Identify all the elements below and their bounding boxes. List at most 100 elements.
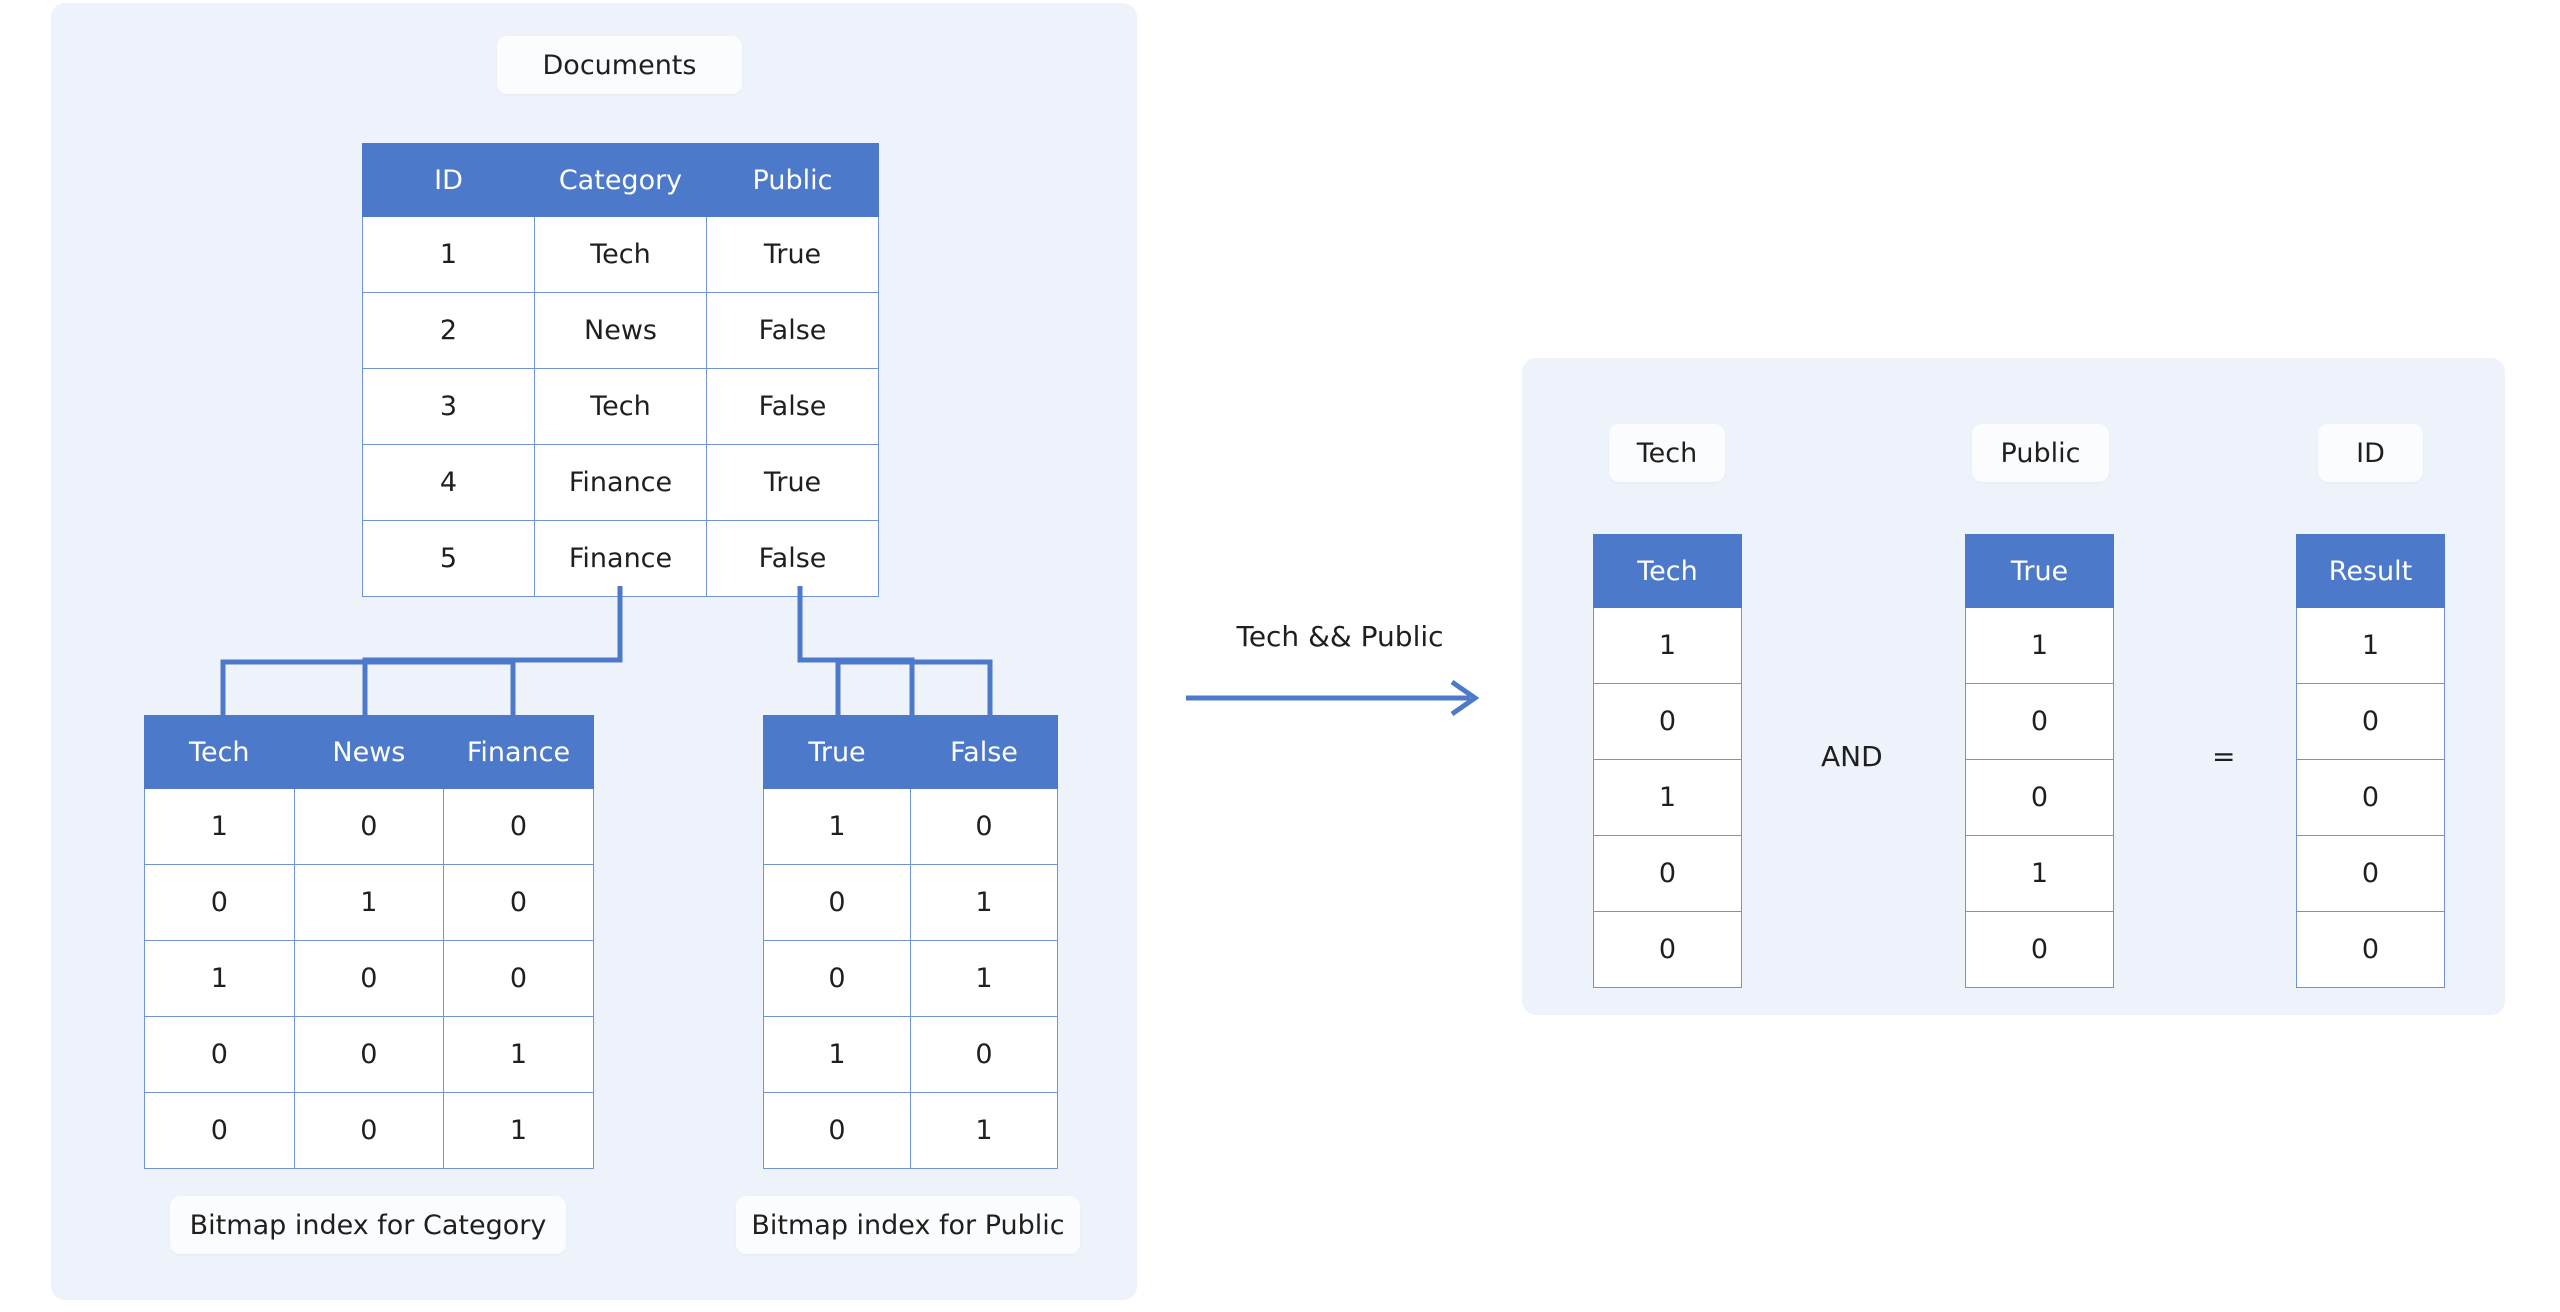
cell-news: 0 bbox=[293, 940, 445, 1017]
cell-news: 0 bbox=[293, 788, 445, 865]
table-row: 2 News False bbox=[362, 292, 879, 369]
cell-true: 0 bbox=[763, 940, 911, 1017]
table-row: 1 bbox=[2296, 607, 2445, 684]
table-header-row: ID Category Public bbox=[362, 143, 879, 217]
cell-result: 0 bbox=[2296, 759, 2445, 836]
result-pill-text: ID bbox=[2356, 437, 2385, 469]
result-table: Result 1 0 0 0 0 bbox=[2296, 534, 2445, 988]
operand-a-table: Tech 1 0 1 0 0 bbox=[1593, 534, 1742, 988]
column-header-operand-a: Tech bbox=[1593, 534, 1742, 608]
cell-result: 1 bbox=[2296, 607, 2445, 684]
cell-result: 0 bbox=[2296, 835, 2445, 912]
cell-category: News bbox=[534, 292, 707, 369]
table-row: 0 bbox=[1965, 911, 2114, 988]
cell-operand-a: 0 bbox=[1593, 683, 1742, 760]
cell-operand-b: 0 bbox=[1965, 911, 2114, 988]
cell-category: Tech bbox=[534, 368, 707, 445]
cell-id: 5 bbox=[362, 520, 535, 597]
cell-tech: 0 bbox=[144, 1016, 295, 1093]
table-header-row: Tech bbox=[1593, 534, 1742, 608]
cell-news: 0 bbox=[293, 1092, 445, 1169]
column-header-category: Category bbox=[534, 143, 707, 217]
table-row: 0 1 bbox=[763, 864, 1058, 941]
table-header-row: Tech News Finance bbox=[144, 715, 594, 789]
table-row: 0 1 bbox=[763, 1092, 1058, 1169]
cell-tech: 1 bbox=[144, 788, 295, 865]
table-row: 1 0 bbox=[763, 1016, 1058, 1093]
table-row: 0 bbox=[1965, 759, 2114, 836]
cell-news: 1 bbox=[293, 864, 445, 941]
cell-finance: 0 bbox=[443, 788, 594, 865]
cell-finance: 0 bbox=[443, 864, 594, 941]
table-row: 0 bbox=[2296, 911, 2445, 988]
cell-operand-b: 0 bbox=[1965, 759, 2114, 836]
cell-public: False bbox=[706, 520, 879, 597]
cell-tech: 1 bbox=[144, 940, 295, 1017]
cell-id: 3 bbox=[362, 368, 535, 445]
cell-false: 1 bbox=[910, 940, 1058, 1017]
cell-category: Finance bbox=[534, 444, 707, 521]
cell-tech: 0 bbox=[144, 864, 295, 941]
table-row: 0 1 0 bbox=[144, 864, 594, 941]
category-bitmap-table: Tech News Finance 1 0 0 0 1 0 1 0 0 0 0 … bbox=[144, 715, 594, 1169]
operand-a-pill: Tech bbox=[1609, 424, 1725, 482]
table-row: 0 bbox=[1593, 835, 1742, 912]
and-operator-label: AND bbox=[1821, 740, 1883, 773]
table-row: 1 0 0 bbox=[144, 940, 594, 1017]
column-header-id: ID bbox=[362, 143, 535, 217]
column-header-news: News bbox=[293, 715, 445, 789]
cell-false: 0 bbox=[910, 1016, 1058, 1093]
table-header-row: True False bbox=[763, 715, 1058, 789]
cell-true: 1 bbox=[763, 788, 911, 865]
cell-news: 0 bbox=[293, 1016, 445, 1093]
column-header-false: False bbox=[910, 715, 1058, 789]
table-row: 0 bbox=[2296, 683, 2445, 760]
column-header-operand-b: True bbox=[1965, 534, 2114, 608]
column-header-public: Public bbox=[706, 143, 879, 217]
cell-result: 0 bbox=[2296, 911, 2445, 988]
table-row: 4 Finance True bbox=[362, 444, 879, 521]
equals-operator-label: = bbox=[2212, 740, 2236, 773]
cell-finance: 1 bbox=[443, 1092, 594, 1169]
column-header-true: True bbox=[763, 715, 911, 789]
cell-operand-a: 1 bbox=[1593, 759, 1742, 836]
column-header-finance: Finance bbox=[443, 715, 594, 789]
table-row: 0 0 1 bbox=[144, 1016, 594, 1093]
table-row: 3 Tech False bbox=[362, 368, 879, 445]
table-row: 1 0 0 bbox=[144, 788, 594, 865]
public-bitmap-table: True False 1 0 0 1 0 1 1 0 0 1 bbox=[763, 715, 1058, 1169]
cell-operand-a: 0 bbox=[1593, 911, 1742, 988]
category-bitmap-caption: Bitmap index for Category bbox=[170, 1196, 566, 1254]
column-header-tech: Tech bbox=[144, 715, 295, 789]
table-header-row: True bbox=[1965, 534, 2114, 608]
cell-public: True bbox=[706, 444, 879, 521]
cell-true: 0 bbox=[763, 864, 911, 941]
documents-label-text: Documents bbox=[542, 49, 697, 81]
cell-false: 0 bbox=[910, 788, 1058, 865]
table-row: 5 Finance False bbox=[362, 520, 879, 597]
operand-b-table: True 1 0 0 1 0 bbox=[1965, 534, 2114, 988]
operand-a-pill-text: Tech bbox=[1636, 437, 1698, 469]
table-row: 1 Tech True bbox=[362, 216, 879, 293]
table-header-row: Result bbox=[2296, 534, 2445, 608]
flow-arrow-icon bbox=[1186, 679, 1480, 717]
cell-true: 0 bbox=[763, 1092, 911, 1169]
cell-public: False bbox=[706, 368, 879, 445]
public-bitmap-caption-text: Bitmap index for Public bbox=[751, 1209, 1065, 1241]
column-header-result: Result bbox=[2296, 534, 2445, 608]
cell-public: False bbox=[706, 292, 879, 369]
cell-operand-b: 1 bbox=[1965, 835, 2114, 912]
cell-false: 1 bbox=[910, 1092, 1058, 1169]
documents-table: ID Category Public 1 Tech True 2 News Fa… bbox=[362, 143, 879, 597]
flow-arrow-label: Tech && Public bbox=[1236, 620, 1444, 653]
cell-false: 1 bbox=[910, 864, 1058, 941]
operand-b-pill: Public bbox=[1972, 424, 2109, 482]
cell-operand-a: 1 bbox=[1593, 607, 1742, 684]
table-row: 0 bbox=[1965, 683, 2114, 760]
cell-finance: 1 bbox=[443, 1016, 594, 1093]
table-row: 0 bbox=[1593, 911, 1742, 988]
category-bitmap-caption-text: Bitmap index for Category bbox=[189, 1209, 547, 1241]
table-row: 1 bbox=[1965, 607, 2114, 684]
cell-category: Tech bbox=[534, 216, 707, 293]
cell-finance: 0 bbox=[443, 940, 594, 1017]
